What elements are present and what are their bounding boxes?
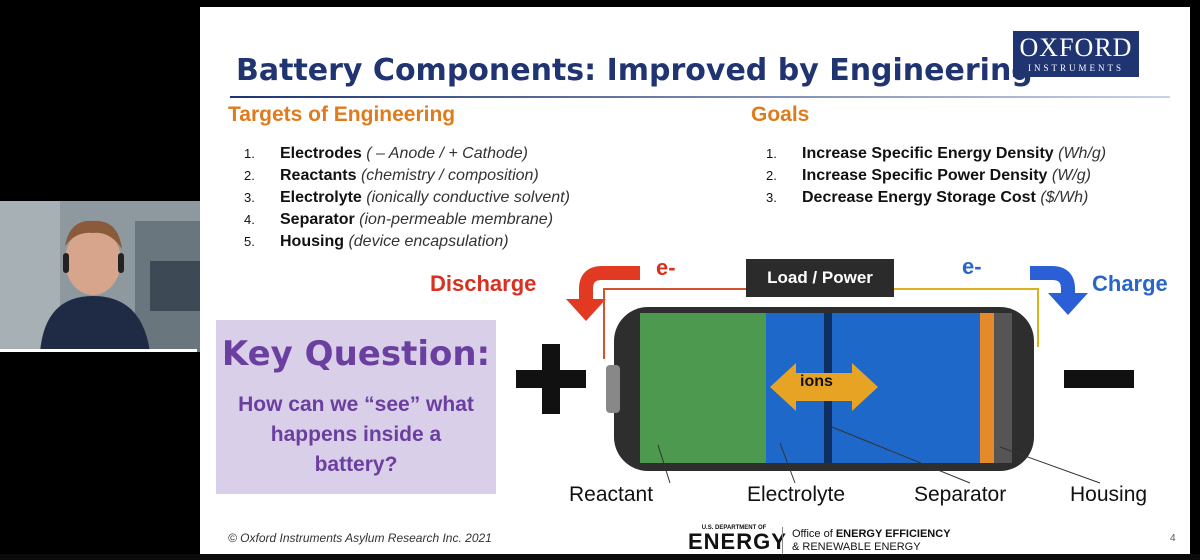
battery-diagram (516, 266, 1134, 484)
housing-shell (994, 313, 1012, 463)
item-number: 4. (244, 212, 255, 227)
item-number: 1. (766, 146, 777, 161)
item-number: 3. (244, 190, 255, 205)
item-detail: (Wh/g) (1058, 145, 1107, 162)
footer-divider (782, 527, 783, 557)
item-number: 1. (244, 146, 255, 161)
discharge-arrowhead-icon (566, 299, 606, 321)
item-detail: (device encapsulation) (348, 233, 509, 250)
battery-terminal (606, 365, 620, 413)
webcam-border (0, 349, 197, 352)
electrolyte-pointer (779, 442, 796, 484)
charge-arrow-icon (1030, 266, 1075, 297)
discharge-label: Discharge (430, 271, 537, 296)
reactant-region (640, 313, 766, 463)
key-question-title: Key Question: (221, 334, 491, 374)
goals-list: 1. Increase Specific Energy Density (Wh/g… (766, 143, 1106, 209)
item-term: Electrolyte (280, 189, 362, 206)
doe-small-text: U.S. DEPARTMENT OF (701, 525, 767, 531)
logo-line-2: INSTRUMENTS (1027, 63, 1124, 73)
logo-line-1: OXFORD (1019, 33, 1133, 62)
copyright-text: © Oxford Instruments Asylum Research Inc… (228, 531, 492, 545)
item-term: Reactants (280, 167, 357, 184)
item-number: 2. (244, 168, 255, 183)
component-label-reactant: Reactant (569, 483, 654, 506)
item-term: Separator (280, 211, 355, 228)
list-item: 2. Increase Specific Power Density (W/g) (766, 165, 1106, 187)
item-detail: ( – Anode / + Cathode) (366, 145, 528, 162)
presentation-slide: Battery Components: Improved by Engineer… (200, 7, 1190, 560)
item-detail: (ion-permeable membrane) (359, 211, 554, 228)
electron-label-right: e- (962, 254, 982, 279)
webcam-thumbnail[interactable] (0, 201, 201, 352)
item-detail: (W/g) (1051, 167, 1092, 184)
charge-arrowhead-icon (1048, 293, 1088, 315)
left-wire (603, 288, 746, 359)
list-item: 3. Decrease Energy Storage Cost ($/Wh) (766, 187, 1106, 209)
component-label-housing: Housing (1070, 483, 1148, 506)
charge-label: Charge (1092, 271, 1168, 296)
title-divider (230, 96, 1170, 98)
item-number: 3. (766, 190, 777, 205)
item-term: Housing (280, 233, 344, 250)
targets-heading: Targets of Engineering (228, 103, 456, 126)
slide-title: Battery Components: Improved by Engineer… (236, 53, 1033, 88)
eere-logo-text: Office of ENERGY EFFICIENCY & RENEWABLE … (792, 528, 951, 554)
electron-label-left: e- (656, 255, 676, 280)
targets-list: 1. Electrodes ( – Anode / + Cathode) 2. Re… (244, 143, 570, 253)
discharge-arrow-icon (579, 266, 640, 303)
key-question-box: Key Question: How can we “see” what happ… (216, 320, 496, 494)
key-question-body: How can we “see” what happens inside a b… (238, 393, 474, 476)
list-item: 1. Electrodes ( – Anode / + Cathode) (244, 143, 570, 165)
right-wire (894, 288, 1039, 347)
component-label-separator: Separator (914, 483, 1007, 506)
list-item: 4. Separator (ion-permeable membrane) (244, 209, 570, 231)
oxford-instruments-logo: OXFORD INSTRUMENTS (1013, 31, 1139, 77)
minus-sign-icon (1064, 370, 1134, 388)
item-detail: (ionically conductive solvent) (366, 189, 570, 206)
eere-line-2: & RENEWABLE ENERGY (792, 541, 921, 553)
list-item: 1. Increase Specific Energy Density (Wh/g… (766, 143, 1106, 165)
load-power-box: Load / Power (746, 259, 894, 297)
bottom-bar (0, 554, 1200, 560)
item-term: Decrease Energy Storage Cost (802, 189, 1036, 206)
item-detail: (chemistry / composition) (360, 167, 539, 184)
ions-label: ions (800, 373, 833, 390)
slide-page-number: 4 (1170, 533, 1176, 544)
doe-logo: U.S. DEPARTMENT OF ENERGY (688, 525, 787, 559)
list-item: 2. Reactants (chemistry / composition) (244, 165, 570, 187)
list-item: 5. Housing (device encapsulation) (244, 231, 570, 253)
component-label-electrolyte: Electrolyte (747, 483, 846, 506)
item-number: 2. (766, 168, 777, 183)
plus-sign-vertical (542, 344, 560, 414)
reactant-pointer (657, 444, 671, 484)
item-term: Increase Specific Power Density (802, 167, 1048, 184)
eere-prefix: Office of (792, 528, 833, 540)
item-term: Increase Specific Energy Density (802, 145, 1054, 162)
doe-energy-text: ENERGY (688, 529, 787, 554)
ions-arrow-icon (770, 363, 878, 411)
eere-bold: ENERGY EFFICIENCY (835, 528, 951, 540)
goals-heading: Goals (751, 103, 810, 126)
item-number: 5. (244, 234, 255, 249)
item-term: Electrodes (280, 145, 362, 162)
webcam-video (0, 201, 201, 352)
housing-pointer (999, 446, 1101, 484)
item-detail: ($/Wh) (1040, 189, 1089, 206)
housing-layer (980, 313, 994, 463)
separator-pointer (831, 426, 971, 484)
list-item: 3. Electrolyte (ionically conductive solv… (244, 187, 570, 209)
